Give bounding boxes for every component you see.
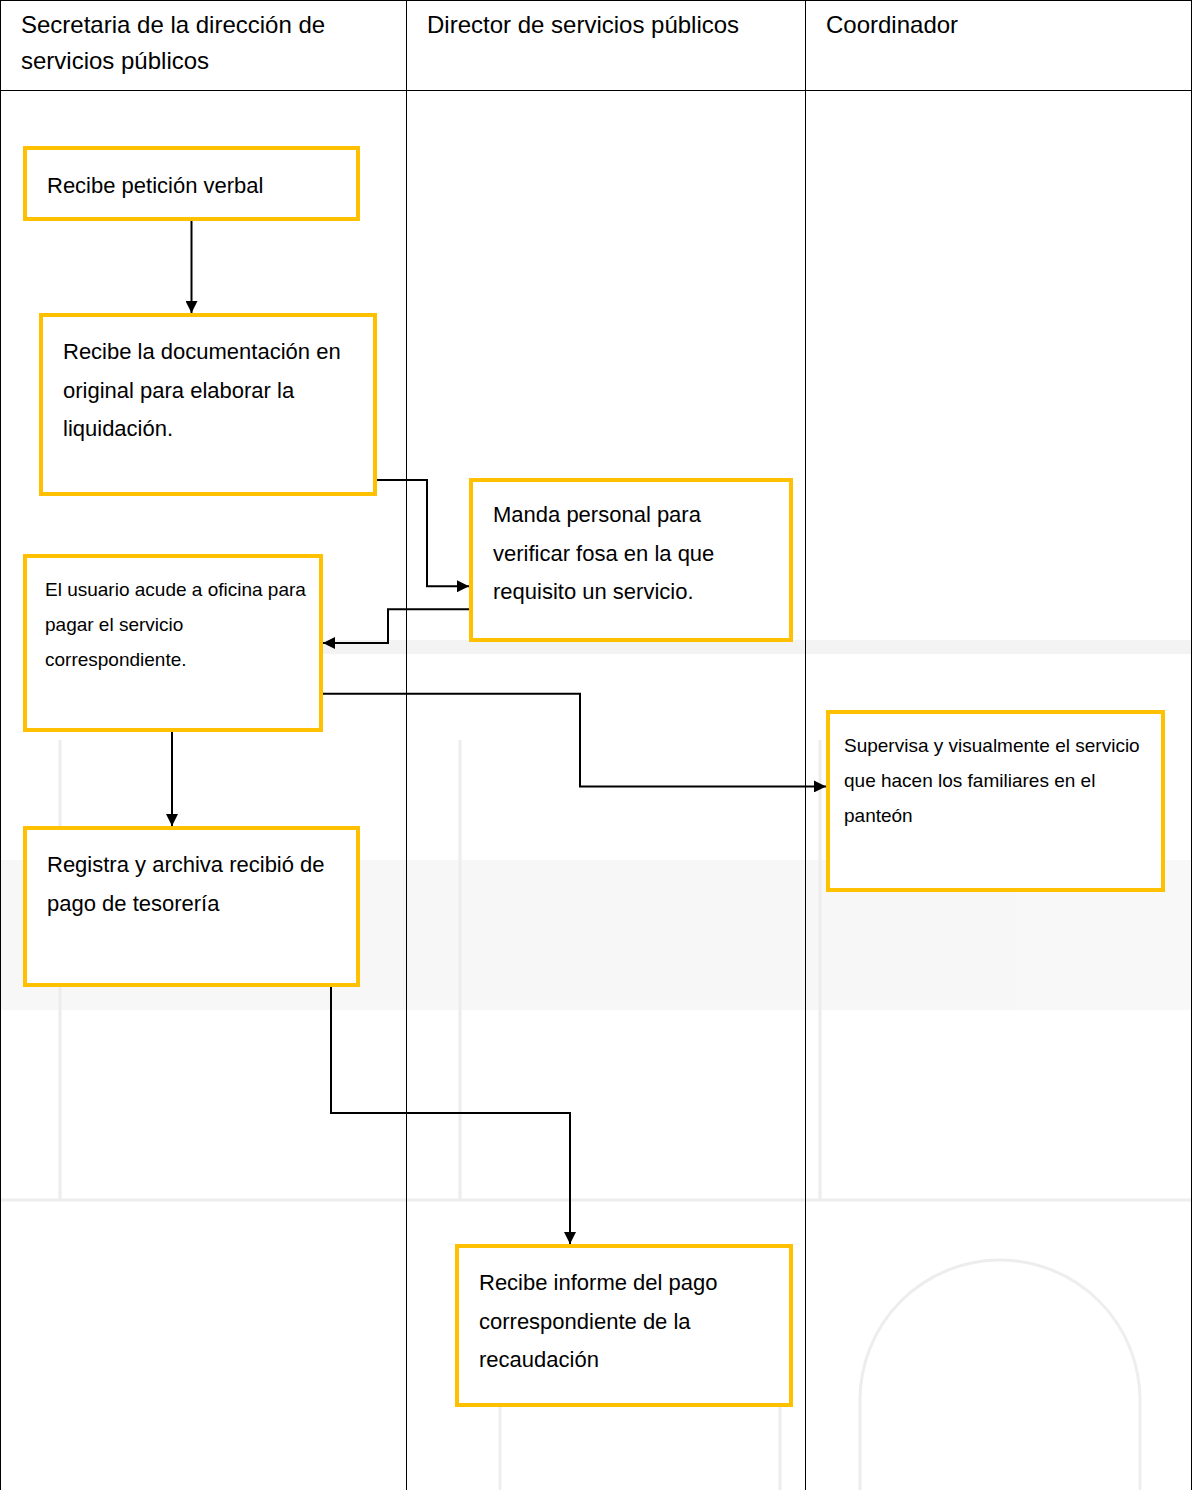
box-text: Registra y archiva recibió de pago de te…: [47, 846, 344, 923]
flow-arrow: [323, 694, 826, 787]
lane-header: Coordinador: [806, 1, 1191, 91]
process-box: Recibe petición verbal: [23, 146, 360, 221]
box-text: Recibe la documentación en original para…: [63, 333, 361, 449]
process-box: Recibe la documentación en original para…: [39, 313, 377, 496]
process-box: Supervisa y visualmente el servicio que …: [826, 710, 1165, 892]
process-box: Manda personal para verificar fosa en la…: [469, 478, 793, 642]
flow-arrow: [331, 987, 570, 1244]
lane-header: Director de servicios públicos: [407, 1, 805, 91]
box-text: El usuario acude a oficina para pagar el…: [45, 572, 309, 677]
box-text: Recibe petición verbal: [47, 168, 344, 203]
process-box: Registra y archiva recibió de pago de te…: [23, 826, 360, 987]
flow-arrow: [191, 221, 193, 313]
process-box: El usuario acude a oficina para pagar el…: [23, 554, 323, 732]
flow-arrow: [323, 609, 469, 643]
watermark-arch: [860, 1260, 1140, 1490]
flow-arrow: [171, 732, 173, 826]
watermark-line: [0, 1199, 1192, 1202]
box-text: Manda personal para verificar fosa en la…: [493, 496, 777, 612]
swimlane: Director de servicios públicosManda pers…: [407, 0, 806, 1490]
lane-header: Secretaria de la dirección de servicios …: [1, 1, 406, 91]
box-text: Supervisa y visualmente el servicio que …: [844, 728, 1151, 833]
swimlane: CoordinadorSupervisa y visualmente el se…: [806, 0, 1192, 1490]
process-box: Recibe informe del pago correspondiente …: [455, 1244, 793, 1407]
flow-arrow: [377, 480, 469, 586]
swimlane: Secretaria de la dirección de servicios …: [0, 0, 407, 1490]
box-text: Recibe informe del pago correspondiente …: [479, 1264, 777, 1380]
